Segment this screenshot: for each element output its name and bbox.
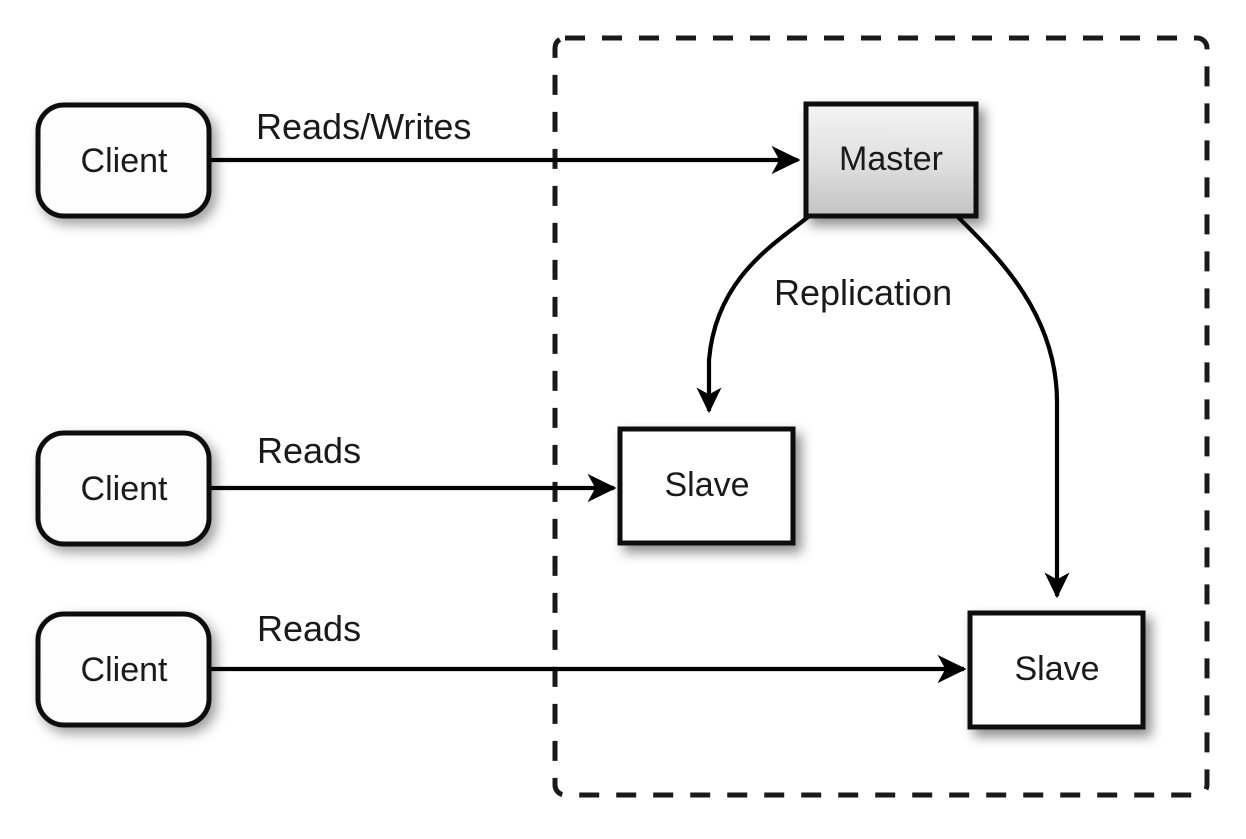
- client-top-label: Client: [81, 142, 168, 180]
- edge-label-reads-bottom: Reads: [257, 608, 361, 649]
- client-middle-shape: [35, 430, 212, 547]
- slave-2-shape: [967, 610, 1146, 730]
- edge-master-to-slave-1: [696, 215, 810, 414]
- slave-2-label: Slave: [1014, 650, 1099, 688]
- node-client-top[interactable]: Client: [35, 102, 212, 219]
- master-label: Master: [839, 140, 943, 178]
- node-master[interactable]: Master: [803, 101, 979, 219]
- edge-label-reads-writes: Reads/Writes: [256, 106, 471, 147]
- master-shape: [803, 101, 979, 219]
- replication-cluster-boundary: [552, 35, 1210, 798]
- node-client-bottom[interactable]: Client: [35, 611, 212, 728]
- node-client-middle[interactable]: Client: [35, 430, 212, 547]
- edge-label-replication: Replication: [774, 272, 952, 313]
- node-slave-1[interactable]: Slave: [617, 426, 796, 546]
- client-top-shape: [35, 102, 212, 219]
- slave-1-label: Slave: [664, 466, 749, 504]
- client-middle-label: Client: [81, 470, 168, 508]
- client-bottom-shape: [35, 611, 212, 728]
- edge-master-to-slave-2: [956, 215, 1070, 599]
- node-slave-2[interactable]: Slave: [967, 610, 1146, 730]
- edge-label-reads-middle: Reads: [257, 430, 361, 471]
- slave-1-shape: [617, 426, 796, 546]
- client-bottom-label: Client: [81, 651, 168, 689]
